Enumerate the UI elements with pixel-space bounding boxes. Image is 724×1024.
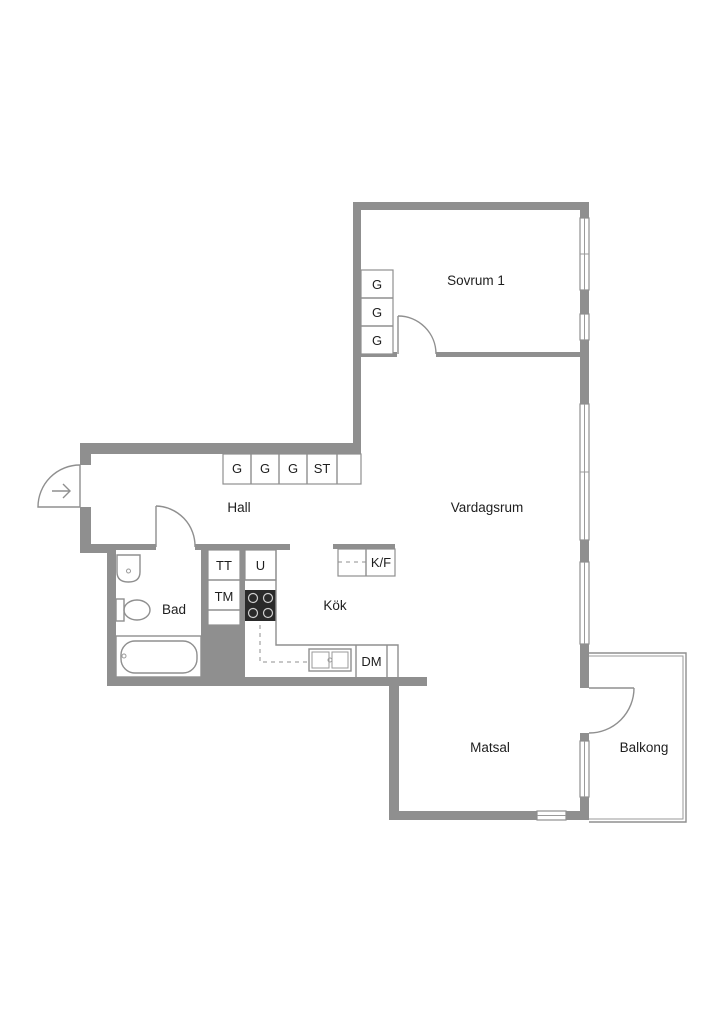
room-label-living: Vardagsrum — [451, 500, 524, 515]
balcony-outline — [589, 652, 687, 823]
fridge-label: K/F — [371, 555, 391, 570]
bath-door — [155, 505, 196, 548]
fridge: K/F — [333, 544, 396, 577]
dishwasher-label: DM — [361, 654, 381, 669]
sink-icon — [116, 554, 141, 583]
entry-door — [37, 464, 81, 508]
window-living-1 — [579, 403, 590, 541]
room-labels: Sovrum 1 Vardagsrum Hall Kök Bad Matsal … — [162, 273, 668, 755]
hall-closets: G G G ST — [222, 453, 362, 485]
window-bedroom — [579, 217, 590, 291]
wardrobe-label: G — [372, 333, 382, 348]
kitchen-fixtures: U DM K/F — [244, 544, 399, 677]
window-dining — [579, 740, 590, 798]
dryer-label: TT — [216, 558, 232, 573]
doors — [37, 315, 635, 734]
kitchen-sink-icon — [308, 648, 352, 672]
arrow-right-icon — [52, 483, 71, 499]
stove-icon — [245, 590, 276, 621]
room-label-bedroom: Sovrum 1 — [447, 273, 505, 288]
bath-fixtures — [115, 554, 202, 678]
balcony-door — [588, 687, 635, 734]
closet-label: G — [288, 461, 298, 476]
window-bedroom-small — [579, 313, 590, 341]
bedroom-door — [397, 315, 437, 355]
closet-label: ST — [314, 461, 331, 476]
closet-label: G — [232, 461, 242, 476]
wardrobe-label: G — [372, 277, 382, 292]
room-label-hall: Hall — [227, 500, 250, 515]
windows — [536, 217, 590, 821]
oven: U — [244, 549, 277, 581]
bathtub-icon — [115, 635, 202, 678]
laundry-units: TT TM — [207, 549, 241, 626]
window-dining-bottom — [536, 810, 567, 821]
wardrobe-label: G — [372, 305, 382, 320]
room-label-dining: Matsal — [470, 740, 510, 755]
bedroom-wardrobes: G G G — [360, 269, 394, 355]
closet-label: G — [260, 461, 270, 476]
room-label-balcony: Balkong — [620, 740, 669, 755]
washer-label: TM — [215, 589, 234, 604]
room-label-kitchen: Kök — [323, 598, 347, 613]
room-label-bath: Bad — [162, 602, 186, 617]
window-living-2 — [579, 561, 590, 645]
oven-label: U — [256, 558, 265, 573]
toilet-icon — [115, 598, 151, 622]
